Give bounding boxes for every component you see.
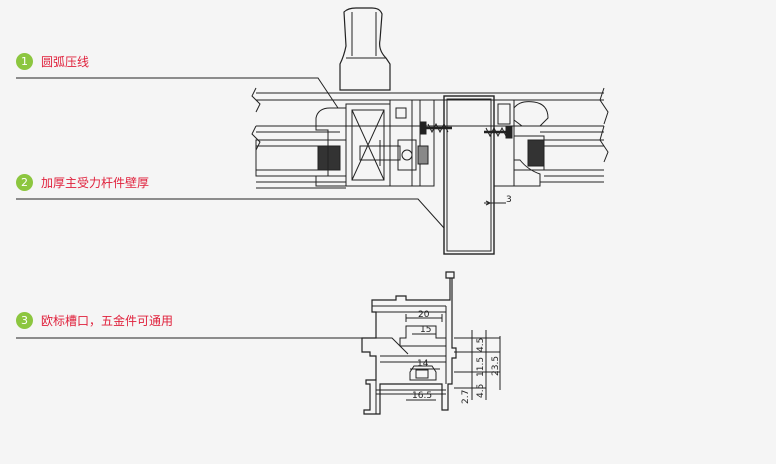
dim-16-5: 16.5 bbox=[412, 391, 432, 401]
dim-15: 15 bbox=[420, 325, 431, 335]
dim-4-5-top: 4.5 bbox=[476, 338, 486, 352]
dim-14: 14 bbox=[417, 359, 429, 369]
callout-2-text: 加厚主受力杆件壁厚 bbox=[41, 176, 150, 190]
dim-23-5: 23.5 bbox=[491, 356, 501, 376]
callout-3-text: 欧标槽口，五金件可通用 bbox=[41, 314, 174, 328]
callout-2: 2 加厚主受力杆件壁厚 bbox=[16, 174, 149, 191]
callout-1: 1 圆弧压线 bbox=[16, 53, 89, 70]
leader-lines bbox=[16, 77, 445, 355]
dim-20: 20 bbox=[418, 310, 430, 320]
mullion-cross-section: 3 bbox=[251, 7, 609, 255]
dim-wall-thickness: 3 bbox=[506, 195, 512, 205]
callout-2-badge: 2 bbox=[16, 174, 33, 191]
dim-2-7: 2.7 bbox=[461, 390, 471, 404]
dim-11-5: 11.5 bbox=[476, 357, 486, 377]
dim-4-5-bottom: 4.5 bbox=[476, 384, 486, 398]
callout-3-badge: 3 bbox=[16, 312, 33, 329]
callout-1-badge: 1 bbox=[16, 53, 33, 70]
profile-cross-section: 20 15 14 16.5 4.5 11.5 23.5 4.5 2.7 bbox=[361, 271, 501, 415]
callout-1-text: 圆弧压线 bbox=[41, 55, 90, 69]
callout-3: 3 欧标槽口，五金件可通用 bbox=[16, 312, 173, 329]
